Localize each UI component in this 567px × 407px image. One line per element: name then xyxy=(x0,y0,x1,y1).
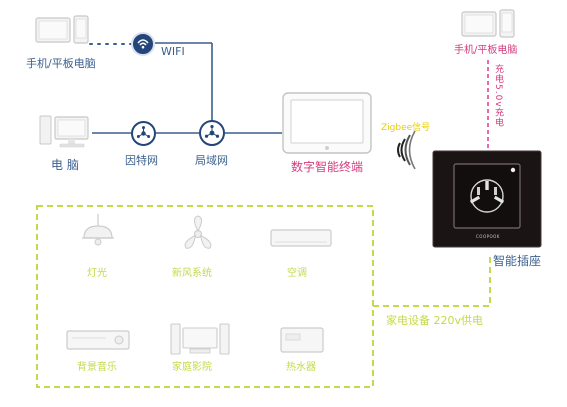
smart-socket-icon xyxy=(432,150,542,248)
appliance-home-theater-label: 家庭影院 xyxy=(172,362,212,373)
smart-socket-label: 智能插座 xyxy=(493,254,542,268)
air-conditioner-icon xyxy=(270,229,332,247)
internet-node-icon xyxy=(131,121,156,146)
appliance-water-heater-label: 热水器 xyxy=(286,362,316,373)
appliance-fresh-air-label: 新风系统 xyxy=(172,268,212,279)
phone-tablet-icon xyxy=(461,9,515,38)
appliance-power-label: 家电设备 220v供电 xyxy=(386,314,484,327)
appliance-air-conditioner xyxy=(270,228,332,250)
computer-device xyxy=(38,114,92,150)
phone-tablet-left-device xyxy=(34,14,92,46)
lan-node-icon xyxy=(199,120,225,146)
signal-waves-icon xyxy=(397,130,416,170)
appliance-water-heater xyxy=(280,326,324,354)
home-theater-icon xyxy=(170,323,230,355)
phone-tablet-icon xyxy=(35,15,89,44)
water-heater-icon xyxy=(280,327,324,353)
audio-player-icon xyxy=(66,330,130,350)
ceiling-lamp-icon xyxy=(82,214,114,246)
appliance-background-music-label: 背景音乐 xyxy=(77,362,117,373)
zigbee-signal-label: Zigbee信号 xyxy=(381,123,431,133)
appliance-fresh-air xyxy=(176,212,220,256)
appliance-lights-label: 灯光 xyxy=(87,268,107,279)
phone-tablet-right-device xyxy=(460,8,518,40)
smart-terminal-label: 数字智能终端 xyxy=(291,160,364,174)
phone-tablet-right-label: 手机/平板电脑 xyxy=(454,45,518,56)
smart-terminal-device xyxy=(282,92,372,154)
socket-appliance-dashed-link xyxy=(373,256,491,307)
smart-socket-device: COOPOOK xyxy=(432,150,542,248)
usb-charge-label: 充电5.0v充电 xyxy=(493,64,503,128)
touchscreen-terminal-icon xyxy=(282,92,372,154)
computer-icon xyxy=(39,115,89,148)
computer-label: 电 脑 xyxy=(51,158,79,172)
socket-brand-text: COOPOOK xyxy=(476,234,500,239)
fan-icon xyxy=(184,215,212,249)
internet-label: 因特网 xyxy=(125,154,158,167)
appliance-air-conditioner-label: 空调 xyxy=(287,268,307,279)
appliance-group-border xyxy=(36,205,374,388)
wifi-node-icon xyxy=(131,32,155,56)
wifi-label: WIFI xyxy=(161,45,185,58)
appliance-home-theater xyxy=(170,320,230,356)
appliance-background-music xyxy=(66,328,130,352)
phone-tablet-left-label: 手机/平板电脑 xyxy=(26,57,96,70)
appliance-lights xyxy=(76,212,120,254)
lan-label: 局域网 xyxy=(195,154,228,167)
